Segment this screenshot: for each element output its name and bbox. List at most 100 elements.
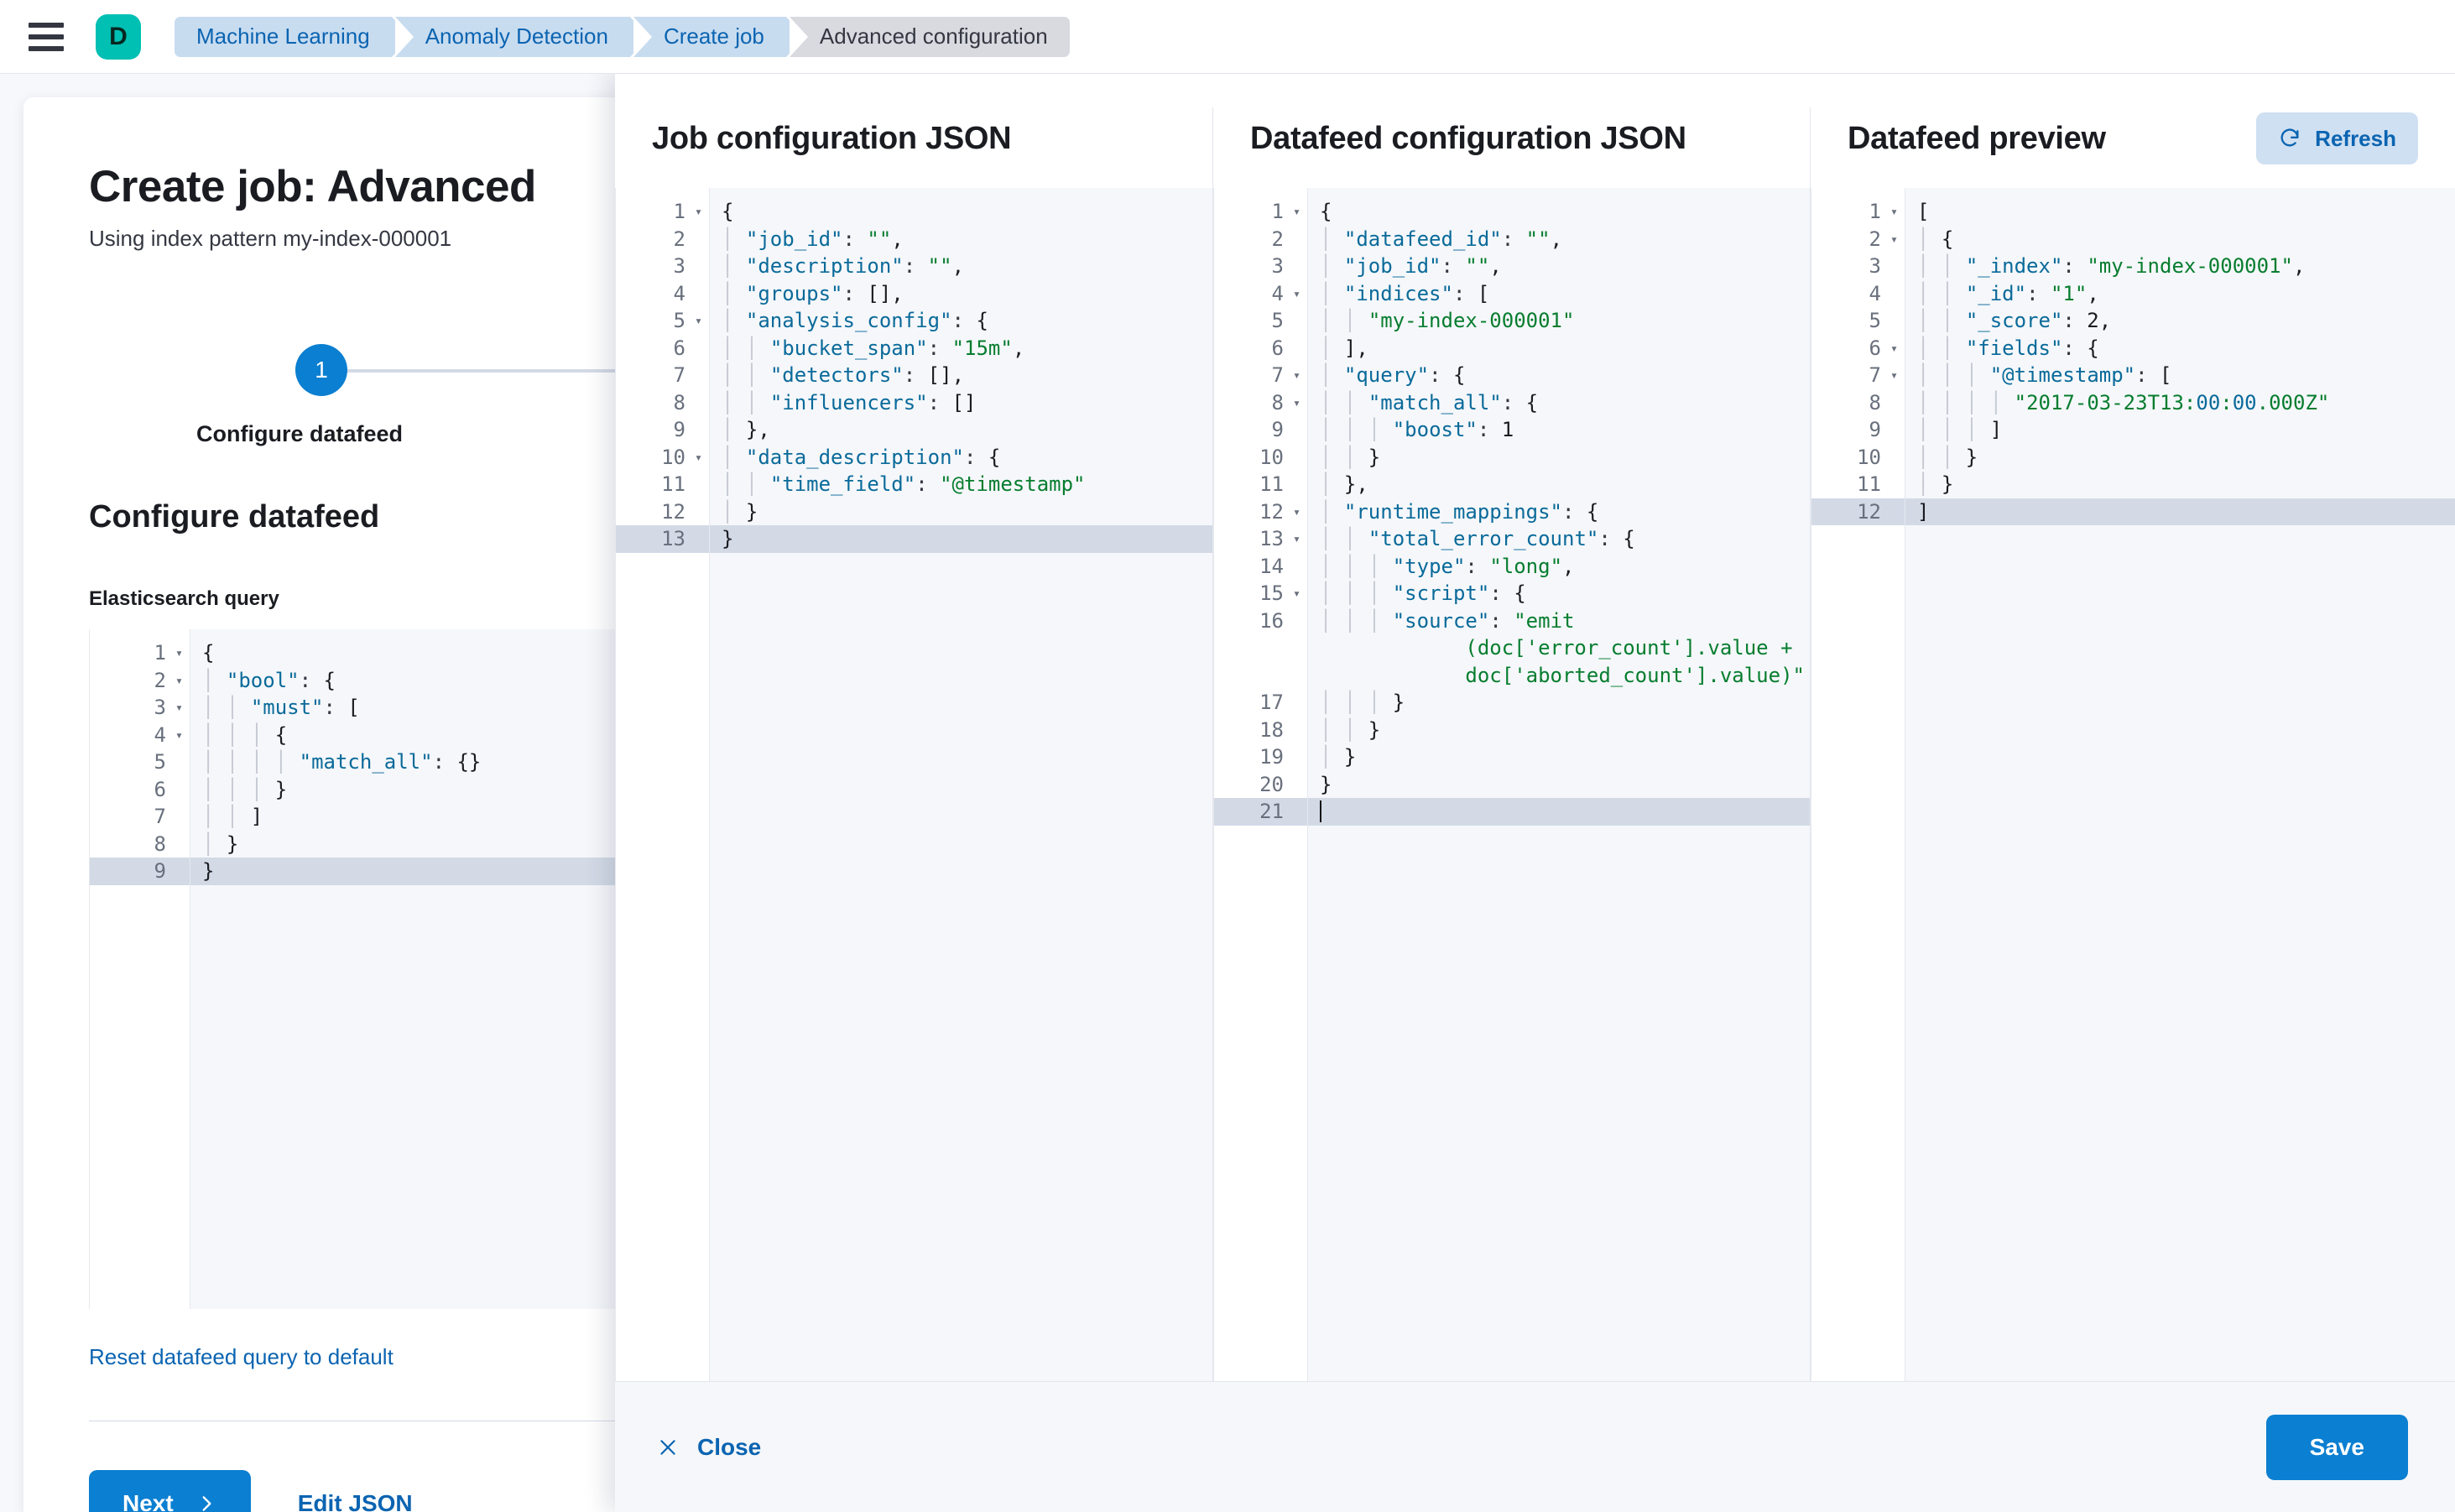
editor-line-number: 17 [1259,691,1284,714]
editor-line[interactable]: │ │ } [1917,445,1978,469]
editor-line[interactable]: │ │ "match_all": { [1320,390,1539,414]
editor-line[interactable]: │ │ │ } [202,777,288,801]
editor-line[interactable]: │ "query": { [1320,363,1466,387]
editor-line[interactable]: │ │ │ │ "match_all": {} [202,750,482,774]
editor-line[interactable]: │ "data_description": { [722,445,1001,469]
editor-line[interactable]: │ │ } [1320,445,1381,469]
editor-line[interactable]: │ │ │ "script": { [1320,581,1526,605]
editor-line[interactable]: │ } [1917,472,1954,496]
editor-line[interactable] [1308,798,1810,826]
editor-line[interactable]: │ { [1917,227,1954,251]
editor-line[interactable]: │ │ "my-index-000001" [1320,309,1575,332]
breadcrumb-item-3[interactable]: Advanced configuration [789,16,1070,57]
editor-line[interactable]: │ "bool": { [202,668,336,692]
hamburger-icon[interactable] [29,22,64,51]
editor-line[interactable]: │ } [722,499,758,524]
editor-line[interactable]: │ │ "_score": 2, [1917,309,2112,332]
editor-line[interactable]: │ "job_id": "", [1320,254,1502,278]
editor-line[interactable]: │ "job_id": "", [722,227,904,251]
editor-line[interactable]: │ ], [1320,336,1368,360]
close-button[interactable]: Close [652,1433,766,1462]
brand-letter: D [109,22,128,50]
save-button[interactable]: Save [2265,1414,2408,1480]
editor-line[interactable]: │ │ │ "boost": 1 [1320,418,1514,441]
editor-line-number: 1▾ [673,200,702,223]
editor-line[interactable]: │ │ │ { [202,722,288,747]
breadcrumb-label: Advanced configuration [819,23,1048,49]
editor-line-number: 14 [1259,554,1284,578]
editor-line-number: 4 [1869,281,1881,305]
editor-line[interactable]: │ │ │ │ "2017-03-23T13:00:00.000Z" [1917,390,2330,414]
editor-line[interactable]: } [710,525,1212,553]
editor-line-number: 13 [616,525,709,553]
editor-line[interactable]: │ "datafeed_id": "", [1320,227,1563,251]
editor-line[interactable]: } [1320,772,1332,796]
editor-line-number: 6 [154,777,166,801]
editor-line[interactable]: ] [1905,498,2455,525]
editor-line-number: 8▾ [1271,390,1300,414]
editor-line[interactable]: │ │ │ ] [1917,418,2003,441]
editor-line[interactable]: │ │ "_index": "my-index-000001", [1917,254,2306,278]
editor-line[interactable]: { [722,200,734,223]
editor-line-number: 16 [1259,608,1284,633]
breadcrumb-item-1[interactable]: Anomaly Detection [394,16,649,57]
editor-line[interactable]: │ │ │ "@timestamp": [ [1917,363,2172,387]
editor-line[interactable]: │ │ "bucket_span": "15m", [722,336,1025,360]
next-button[interactable]: Next [89,1470,251,1512]
editor-code-area[interactable]: { │ "job_id": "", │ "description": "", │ "g… [710,188,1212,1381]
edit-json-link[interactable]: Edit JSON [297,1490,413,1512]
brand-avatar[interactable]: D [96,13,141,60]
editor-line[interactable]: │ │ │ "source": "emit (doc['error_count'… [1320,608,1805,687]
close-button-label: Close [697,1433,762,1460]
breadcrumb-item-2[interactable]: Create job [633,16,805,57]
editor-line[interactable]: │ } [202,832,239,856]
editor-line[interactable]: │ │ "time_field": "@timestamp" [722,472,1086,496]
editor-line[interactable]: │ } [1320,745,1357,769]
editor-line[interactable]: │ │ } [1320,717,1381,742]
stepper-step-number: 1 [315,357,328,383]
editor-line[interactable]: │ "analysis_config": { [722,309,988,332]
editor-line[interactable]: [ [1917,200,1930,223]
editor-line[interactable]: │ │ "total_error_count": { [1320,527,1635,550]
editor-line[interactable]: │ │ "influencers": [] [722,390,977,414]
editor-line-number: 4 [673,281,685,305]
chevron-right-icon [202,1496,211,1511]
editor-line-number: 2 [673,227,685,251]
editor-line-number: 11 [1857,472,1881,496]
editor-code-area[interactable]: { │ "datafeed_id": "", │ "job_id": "", │ "i… [1308,188,1810,1381]
editor-line[interactable]: │ "description": "", [722,254,965,278]
stepper-step-1[interactable]: 1 [295,344,347,396]
editor-line-number: 1▾ [1271,200,1300,223]
refresh-button[interactable]: Refresh [2256,112,2418,164]
editor-line[interactable]: │ │ "_id": "1", [1917,281,2099,305]
editor-line[interactable]: │ │ "fields": { [1917,336,2099,360]
editor-line[interactable]: { [202,641,215,665]
editor-line-number: 5 [1869,309,1881,332]
editor-line-number: 6 [1271,336,1284,360]
editor-line[interactable]: │ }, [1320,472,1368,496]
editor-line[interactable]: { [1320,200,1332,223]
editor-line[interactable]: │ "indices": [ [1320,281,1490,305]
editor-line[interactable]: │ │ │ "type": "long", [1320,554,1575,578]
editor-line-number: 12▾ [1259,499,1300,524]
editor-line-number: 4▾ [1271,281,1300,305]
editor-line[interactable]: │ }, [722,418,770,441]
job-configuration-header: Job configuration JSON [615,107,1212,169]
editor-line[interactable]: │ "runtime_mappings": { [1320,499,1599,524]
reset-datafeed-query-link[interactable]: Reset datafeed query to default [89,1344,394,1369]
editor-line[interactable]: │ │ │ } [1320,691,1405,714]
editor-line[interactable]: │ │ "must": [ [202,696,360,719]
editor-line-number: 5 [154,750,166,774]
editor-line[interactable]: │ │ ] [202,805,263,828]
editor-line[interactable]: │ "groups": [], [722,281,904,305]
editor-line[interactable]: │ │ "detectors": [], [722,363,965,387]
breadcrumb-item-0[interactable]: Machine Learning [175,16,410,57]
editor-code-area[interactable]: [ │ { │ │ "_index": "my-index-000001", │ │ … [1905,188,2455,1381]
